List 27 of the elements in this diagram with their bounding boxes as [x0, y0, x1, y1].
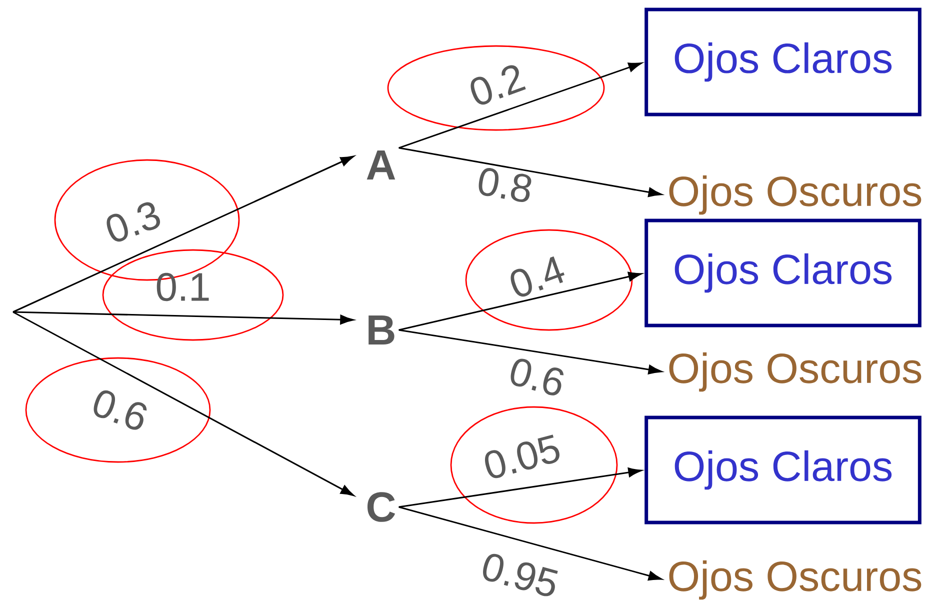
outcome-text: Ojos Oscuros [669, 175, 922, 215]
edge-label: 0.6 [510, 358, 564, 396]
edge-label: 0.6 [94, 390, 147, 430]
arrow [398, 272, 642, 331]
arrow [12, 311, 354, 496]
arrow [398, 506, 662, 581]
edge-label: 0.1 [156, 272, 209, 302]
outcome-text: Ojos Oscuros [669, 560, 922, 600]
edge-label: 0.2 [470, 65, 526, 105]
edge-label: 0.8 [478, 168, 532, 202]
arrow [398, 62, 642, 149]
edge-label: 0.4 [510, 256, 564, 297]
outcome-box: Ojos Claros [644, 8, 922, 116]
outcome-box: Ojos Claros [644, 416, 922, 524]
arrow [398, 468, 642, 508]
outcome-text: Ojos Oscuros [669, 352, 922, 392]
arrow [398, 147, 662, 198]
edge-label: 0.05 [485, 434, 560, 478]
branch-letter: A [366, 150, 396, 180]
outcome-box: Ojos Claros [644, 218, 922, 328]
edge-label: 0.3 [106, 202, 160, 242]
branch-letter: C [368, 492, 396, 522]
arrow [12, 311, 354, 324]
arrow [12, 156, 354, 313]
branch-letter: B [368, 316, 394, 345]
arrow [398, 329, 662, 374]
edge-label: 0.95 [483, 554, 558, 596]
